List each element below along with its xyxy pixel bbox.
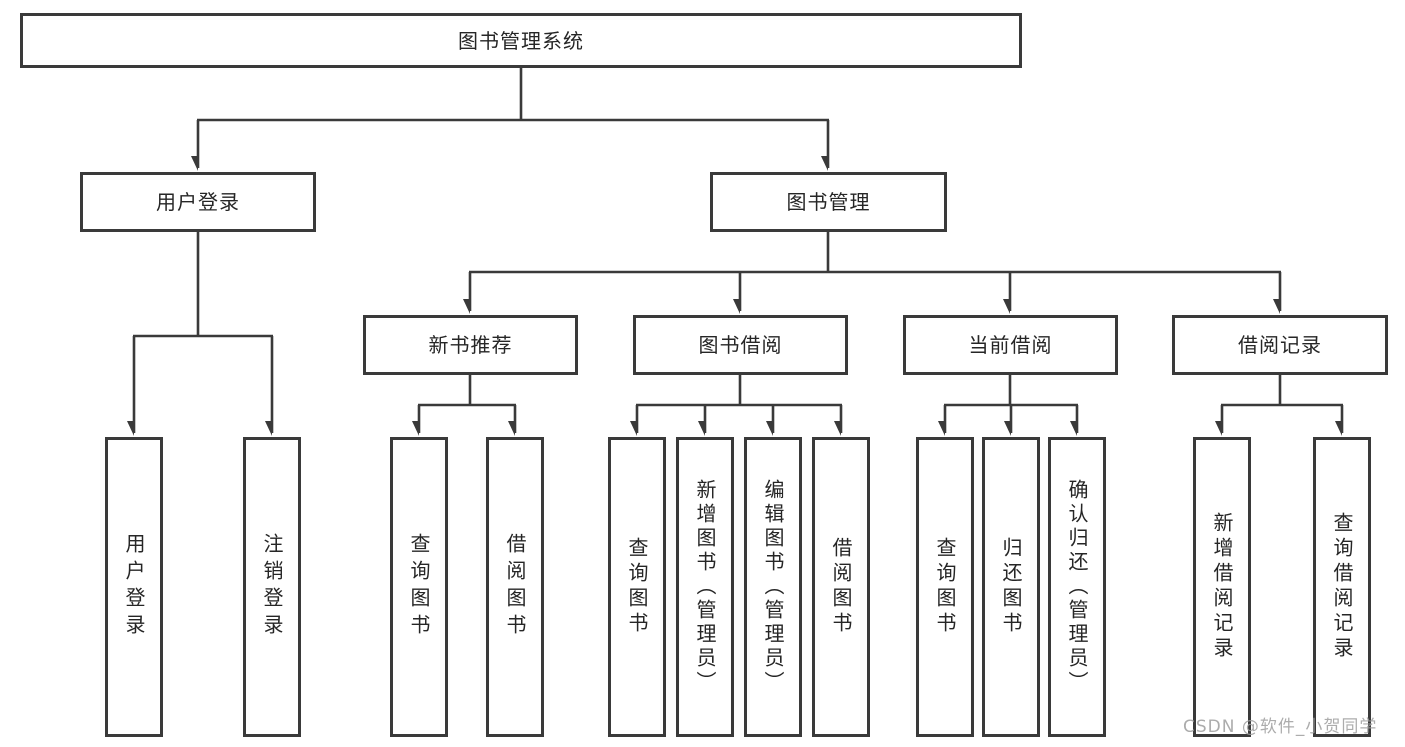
leaf-borrow-borrow-book: 借阅图书 xyxy=(812,437,870,737)
leaf-record-query-borrow-record: 查询借阅记录 xyxy=(1313,437,1371,737)
node-user-login: 用户登录 xyxy=(80,172,316,232)
leaf-logout: 注销登录 xyxy=(243,437,301,737)
node-root: 图书管理系统 xyxy=(20,13,1022,68)
leaf-user-login: 用户登录 xyxy=(105,437,163,737)
csdn-watermark: CSDN @软件_小贺同学 xyxy=(1183,717,1378,737)
leaf-current-confirm-return-admin: 确认归还（管理员） xyxy=(1048,437,1106,737)
leaf-record-add-borrow-record: 新增借阅记录 xyxy=(1193,437,1251,737)
node-new-book-recommend: 新书推荐 xyxy=(363,315,578,375)
node-book-borrow: 图书借阅 xyxy=(633,315,848,375)
leaf-borrow-add-book-admin: 新增图书（管理员） xyxy=(676,437,734,737)
leaf-current-return-book: 归还图书 xyxy=(982,437,1040,737)
leaf-newbook-query-book: 查询图书 xyxy=(390,437,448,737)
node-book-management: 图书管理 xyxy=(710,172,947,232)
node-borrow-record: 借阅记录 xyxy=(1172,315,1388,375)
leaf-newbook-borrow-book: 借阅图书 xyxy=(486,437,544,737)
leaf-borrow-edit-book-admin: 编辑图书（管理员） xyxy=(744,437,802,737)
leaf-borrow-query-book: 查询图书 xyxy=(608,437,666,737)
leaf-current-query-book: 查询图书 xyxy=(916,437,974,737)
node-current-borrow: 当前借阅 xyxy=(903,315,1118,375)
